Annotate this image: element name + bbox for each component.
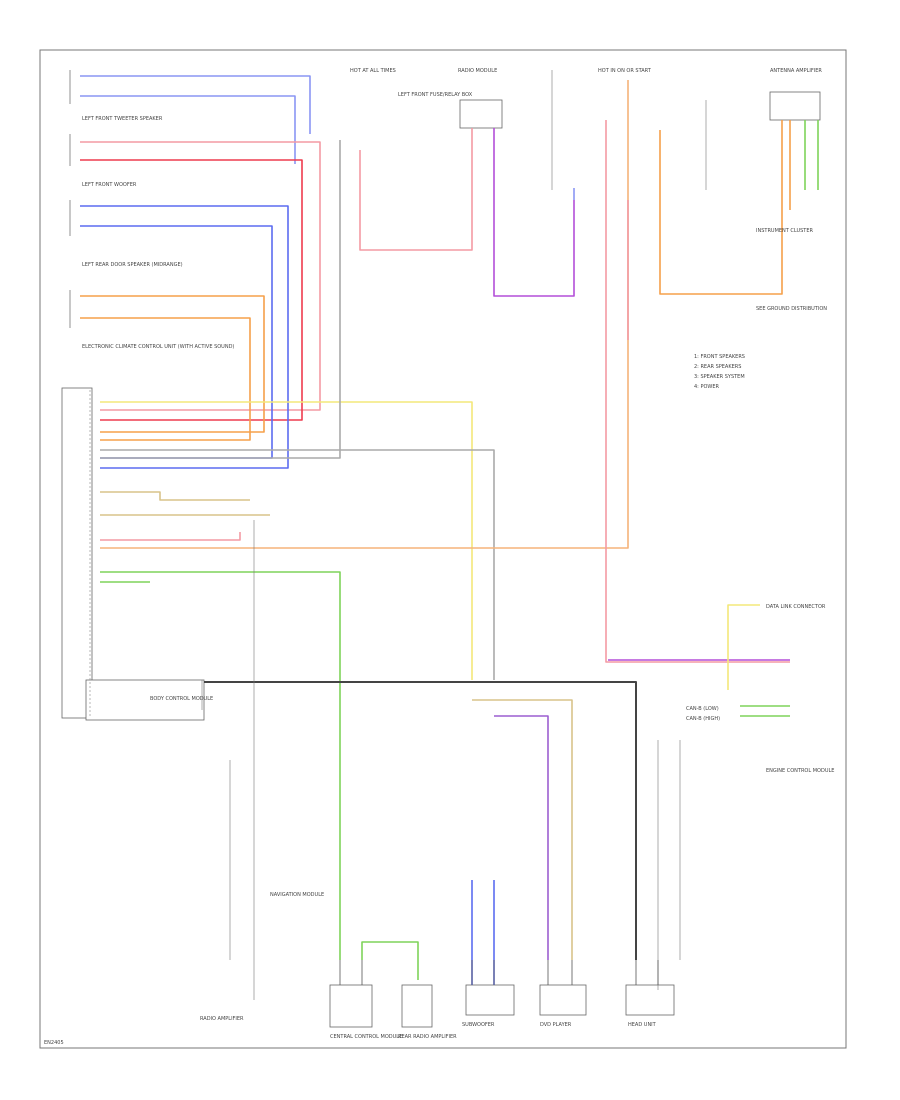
bottom-labels: CENTRAL CONTROL MODULE REAR RADIO AMPLIF…	[150, 696, 657, 1040]
wire-yellow-dlc	[727, 604, 760, 690]
label-left-rear-door: LEFT REAR DOOR SPEAKER (MIDRANGE)	[82, 262, 183, 268]
dvd-player	[539, 984, 587, 1016]
label-can-b-high: CAN-B (HIGH)	[686, 716, 720, 722]
head-unit	[625, 984, 675, 1016]
wire-pink-1	[80, 141, 321, 411]
radio-module-box	[459, 99, 503, 129]
label-ground-distribution: SEE GROUND DISTRIBUTION	[756, 306, 827, 312]
wire-orange-antenna	[659, 120, 783, 295]
legend-item-1: 1: FRONT SPEAKERS	[694, 354, 745, 360]
corner-code: EN2405	[44, 1040, 64, 1046]
wire-green-1	[100, 571, 341, 960]
label-data-link: DATA LINK CONNECTOR	[766, 604, 826, 610]
label-fuse-relay-box: LEFT FRONT FUSE/RELAY BOX	[398, 92, 473, 98]
label-head-unit: HEAD UNIT	[628, 1022, 657, 1028]
label-hot-in-on: HOT IN ON OR START	[598, 68, 652, 74]
main-module-connector	[61, 387, 93, 719]
wire-gray-2	[100, 140, 341, 459]
wire-harness	[80, 75, 819, 985]
wire-orange-2	[80, 317, 251, 441]
wire-blue-2	[80, 95, 296, 164]
wire-orange-1	[80, 295, 265, 433]
wire-gray-main	[100, 449, 495, 680]
wire-pink-right	[605, 120, 790, 663]
wire-blue-4	[80, 225, 273, 459]
label-radio-module: RADIO MODULE	[458, 68, 497, 74]
rear-radio-amplifier	[401, 984, 433, 1028]
label-can-b-low: CAN-B (LOW)	[686, 706, 719, 712]
label-navigation: NAVIGATION MODULE	[270, 892, 324, 898]
legend: 1: FRONT SPEAKERS 2: REAR SPEAKERS 3: SP…	[694, 354, 745, 390]
label-central-control-module: CENTRAL CONTROL MODULE	[330, 1034, 402, 1040]
left-labels: LEFT FRONT TWEETER SPEAKER LEFT FRONT WO…	[82, 116, 234, 350]
central-control-module	[329, 984, 373, 1028]
wire-peach-long	[100, 80, 629, 549]
label-climate-unit: ELECTRONIC CLIMATE CONTROL UNIT (WITH AC…	[82, 344, 234, 350]
wire-blue-3	[80, 205, 289, 469]
label-ecm: ENGINE CONTROL MODULE	[766, 768, 834, 774]
label-subwoofer: SUBWOOFER	[462, 1022, 495, 1028]
label-radio-amplifier: RADIO AMPLIFIER	[200, 1016, 244, 1022]
wire-purple-radio	[493, 128, 575, 297]
label-dvd-player: DVD PLAYER	[540, 1022, 572, 1028]
legend-item-3: 3: SPEAKER SYSTEM	[694, 374, 745, 380]
wire-dark-bus	[204, 681, 637, 960]
antenna-amplifier-box	[769, 91, 821, 121]
wire-red-long	[100, 532, 241, 541]
wire-violet-dvd	[494, 715, 549, 960]
diagram-frame	[39, 49, 847, 1049]
body-control-module-box	[85, 679, 205, 721]
label-hot-at-all-times: HOT AT ALL TIMES	[350, 68, 396, 74]
right-labels: DATA LINK CONNECTOR ENGINE CONTROL MODUL…	[686, 228, 834, 774]
wire-red-1	[80, 159, 303, 421]
top-labels: HOT AT ALL TIMES LEFT FRONT FUSE/RELAY B…	[350, 68, 822, 98]
wire-tan-1	[100, 491, 250, 501]
label-antenna-amplifier: ANTENNA AMPLIFIER	[770, 68, 822, 74]
wire-yellow-main	[100, 401, 473, 680]
wire-pink-fuse	[359, 128, 473, 251]
legend-item-4: 4: POWER	[694, 384, 720, 390]
wire-green-amp	[361, 941, 419, 980]
legend-item-2: 2: REAR SPEAKERS	[694, 364, 741, 370]
subwoofer	[465, 984, 515, 1016]
wire-blue-1	[80, 75, 311, 134]
label-body-control: BODY CONTROL MODULE	[150, 696, 213, 702]
wire-tan-dvd	[472, 699, 573, 960]
label-instrument-cluster: INSTRUMENT CLUSTER	[756, 228, 814, 234]
label-left-woofer: LEFT FRONT WOOFER	[82, 182, 137, 188]
label-rear-radio-amp: REAR RADIO AMPLIFIER	[398, 1034, 457, 1040]
label-left-tweeter: LEFT FRONT TWEETER SPEAKER	[82, 116, 163, 122]
connector-pins	[339, 960, 659, 985]
thin-lines	[89, 70, 707, 1000]
